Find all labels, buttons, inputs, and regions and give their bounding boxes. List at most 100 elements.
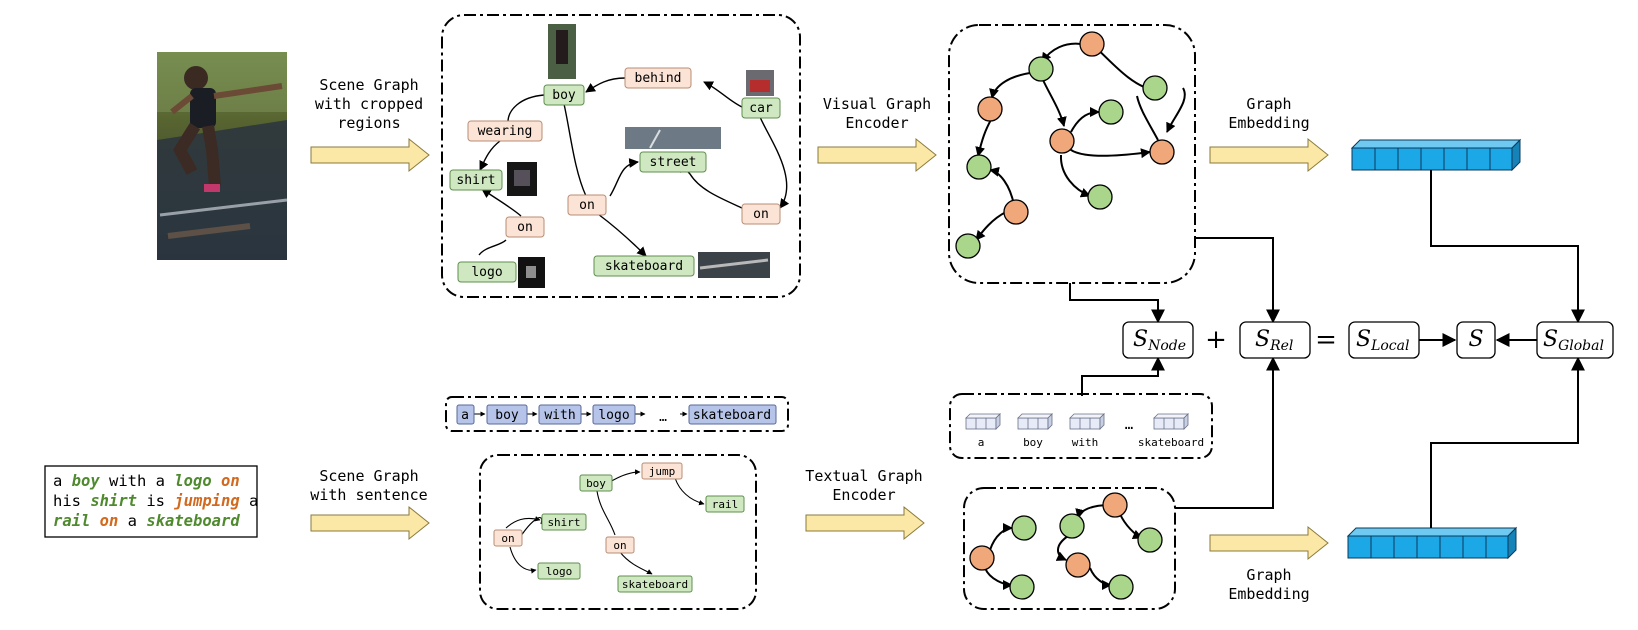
tnode-shirt bbox=[541, 513, 587, 531]
sentence-line-2: his shirt is jumping a bbox=[53, 492, 258, 510]
tnode-on-1 bbox=[493, 529, 523, 547]
arrow-embedding-top bbox=[1209, 137, 1329, 173]
visual-node-green bbox=[966, 154, 992, 180]
token-a-label: a bbox=[461, 408, 469, 423]
arrow-visual-encoder bbox=[817, 137, 937, 173]
token-boy-label: boy bbox=[495, 408, 519, 423]
visual-node-orange bbox=[977, 96, 1003, 122]
tnode-boy-label: boy bbox=[586, 477, 606, 490]
textual-node-green bbox=[1137, 527, 1163, 553]
visual-node-green bbox=[1098, 99, 1124, 125]
node-shirt-label: shirt bbox=[456, 173, 495, 188]
s-rel-base: S bbox=[1255, 327, 1270, 352]
visual-node-green bbox=[1087, 184, 1113, 210]
s-box bbox=[1456, 321, 1496, 359]
visual-node-green bbox=[1142, 75, 1168, 101]
word-sequence-tokens: a boy with logo … skateboard bbox=[456, 404, 777, 425]
svg-text:S: S bbox=[1468, 327, 1483, 352]
tnode-skateboard bbox=[617, 575, 693, 593]
label-embedding-top-1: Graph bbox=[1246, 95, 1291, 113]
boy-head bbox=[184, 66, 208, 90]
visual-encoder-panel bbox=[948, 24, 1196, 284]
token-skateboard bbox=[688, 404, 777, 425]
visual-graph-nodes: boy behind car wearing shirt street on o… bbox=[449, 67, 781, 283]
visual-scene-graph-panel bbox=[441, 14, 801, 298]
tnode-logo-label: logo bbox=[546, 565, 573, 578]
s-global-box bbox=[1536, 321, 1614, 359]
word-embedding-vectors bbox=[965, 413, 1189, 430]
tnode-rail-label: rail bbox=[712, 498, 739, 511]
textual-node-orange bbox=[969, 545, 995, 571]
token-ellipsis: … bbox=[659, 410, 667, 425]
s-node-sub: Node bbox=[1147, 338, 1186, 354]
s-base: S bbox=[1468, 327, 1483, 352]
node-street-label: street bbox=[650, 155, 697, 170]
textual-node-green bbox=[1059, 513, 1085, 539]
label-scene-graph-sentence-1: Scene Graph bbox=[319, 467, 418, 485]
token-with bbox=[538, 404, 582, 425]
score-boxes: SNode + SRel = SLocal S SGlobal bbox=[1122, 321, 1614, 359]
label-scene-graph-cropped-2: with cropped bbox=[315, 95, 423, 113]
label-scene-graph-sentence-2: with sentence bbox=[310, 486, 427, 504]
word-sequence-panel bbox=[445, 396, 789, 432]
node-skateboard bbox=[593, 255, 695, 277]
label-scene-graph-cropped-3: regions bbox=[337, 114, 400, 132]
sentence-line-1: a boy with a logo on bbox=[53, 472, 240, 490]
embedding-label-with: with bbox=[1072, 436, 1099, 449]
label-visual-encoder-2: Encoder bbox=[845, 114, 908, 132]
tnode-on-2-label: on bbox=[613, 539, 626, 552]
node-boy bbox=[543, 84, 585, 106]
visual-graph-edges bbox=[478, 77, 790, 257]
crop-thumbnails bbox=[507, 24, 774, 288]
textual-node-green bbox=[1009, 574, 1035, 600]
s-local-sub: Local bbox=[1370, 338, 1409, 354]
embedding-label-skateboard: skateboard bbox=[1138, 436, 1204, 449]
embedding-label-a: a bbox=[978, 436, 985, 449]
svg-text:SNode: SNode bbox=[1133, 327, 1186, 354]
word-embedding-panel bbox=[949, 393, 1213, 459]
textual-node-green bbox=[1011, 515, 1037, 541]
token-skateboard-label: skateboard bbox=[693, 408, 771, 423]
node-logo-label: logo bbox=[471, 265, 502, 280]
node-logo bbox=[457, 261, 517, 283]
s-rel-box bbox=[1239, 321, 1311, 359]
arrow-embedding-bottom bbox=[1209, 525, 1329, 561]
tnode-jump bbox=[641, 462, 683, 480]
label-textual-encoder-2: Encoder bbox=[832, 486, 895, 504]
node-on-3 bbox=[505, 216, 545, 238]
tnode-on-1-label: on bbox=[501, 532, 514, 545]
token-logo bbox=[592, 404, 636, 425]
graph-embedding-top bbox=[1350, 138, 1522, 172]
node-behind bbox=[624, 67, 692, 89]
sentence-text: a boy with a logo on his shirt is jumpin… bbox=[53, 472, 258, 530]
token-with-label: with bbox=[544, 408, 575, 423]
node-on-2-label: on bbox=[753, 207, 769, 222]
node-on-1 bbox=[567, 194, 607, 216]
arrow-scene-graph-top bbox=[310, 137, 430, 173]
visual-node-green bbox=[1028, 56, 1054, 82]
node-street bbox=[639, 151, 707, 173]
node-on-3-label: on bbox=[517, 220, 533, 235]
node-car-label: car bbox=[749, 101, 773, 116]
visual-node-orange bbox=[1049, 128, 1075, 154]
tnode-logo bbox=[537, 562, 581, 580]
node-on-1-label: on bbox=[579, 198, 595, 213]
score-connectors bbox=[1069, 170, 1585, 528]
label-visual-encoder-1: Visual Graph bbox=[823, 95, 931, 113]
tnode-boy bbox=[579, 474, 613, 492]
label-embedding-bottom-1: Graph bbox=[1246, 566, 1291, 584]
label-embedding-top-2: Embedding bbox=[1228, 114, 1309, 132]
s-rel-sub: Rel bbox=[1269, 338, 1293, 354]
sentence-line-3: rail on a skateboard bbox=[53, 512, 240, 530]
label-scene-graph-cropped-1: Scene Graph bbox=[319, 76, 418, 94]
tnode-on-2 bbox=[605, 536, 635, 554]
plus-sign: + bbox=[1205, 325, 1227, 355]
textual-node-orange bbox=[1102, 492, 1128, 518]
tnode-rail bbox=[705, 495, 745, 513]
node-car bbox=[741, 97, 781, 119]
node-on-2 bbox=[741, 203, 781, 225]
textual-scene-graph-panel bbox=[479, 454, 757, 610]
sentence-box bbox=[44, 465, 258, 538]
process-arrows bbox=[310, 137, 1329, 561]
